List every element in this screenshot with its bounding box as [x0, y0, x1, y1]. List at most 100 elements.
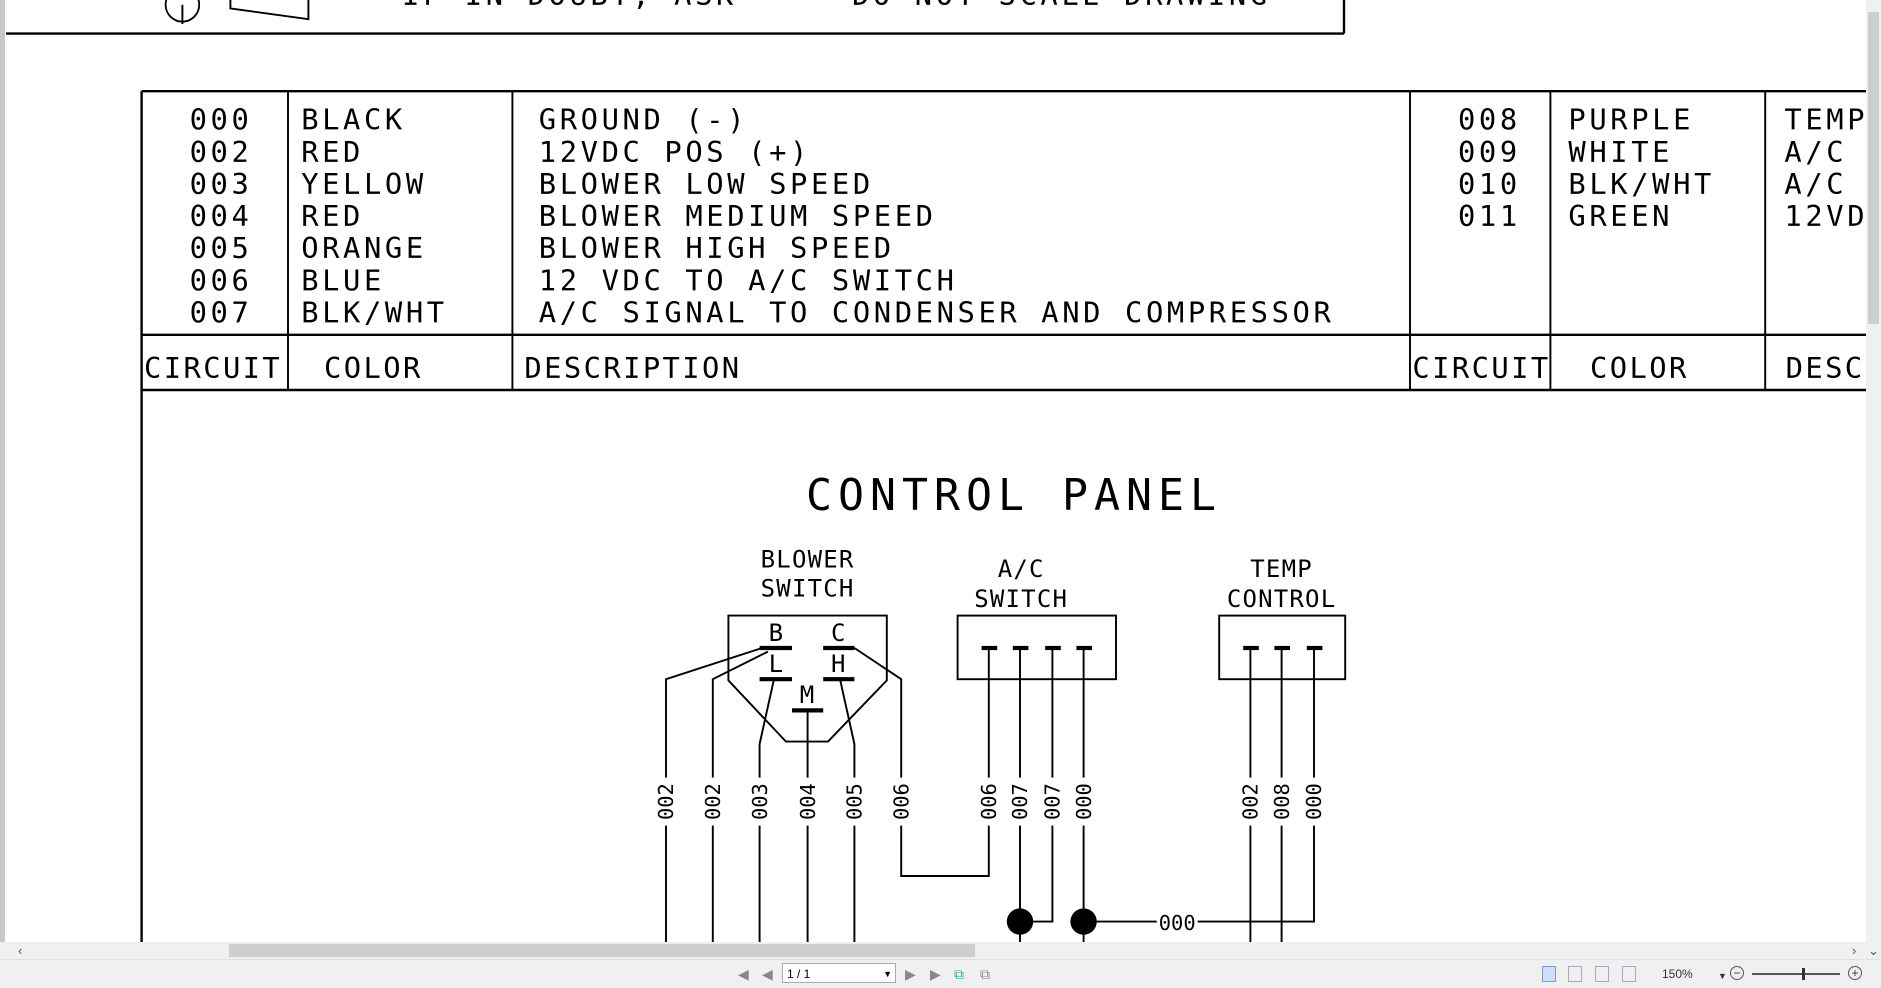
- row-color: YELLOW: [301, 167, 427, 201]
- zoom-dropdown-icon[interactable]: ▼: [1718, 971, 1727, 981]
- blower-switch-label-2: SWITCH: [761, 574, 855, 602]
- row-circuit: 006: [190, 263, 253, 297]
- horizontal-scroll-thumb[interactable]: [229, 944, 975, 957]
- wire-label: 002: [1239, 783, 1263, 820]
- cone-symbol-icon: [229, 0, 310, 21]
- row-description: A/C: [1784, 135, 1847, 169]
- vertical-scroll-thumb[interactable]: [1868, 12, 1879, 324]
- wire-label: 006: [889, 783, 913, 820]
- wire-label: 002: [654, 783, 678, 820]
- insert-page-icon[interactable]: ⧉: [980, 966, 990, 982]
- wire-label: 008: [1270, 783, 1294, 820]
- scroll-right-icon[interactable]: ›: [1852, 943, 1857, 958]
- continuous-view-icon[interactable]: [1568, 966, 1582, 982]
- previous-page-icon[interactable]: ◀: [762, 966, 773, 982]
- page-number-value: 1 / 1: [787, 967, 811, 981]
- row-description: TEMP: [1784, 103, 1868, 137]
- two-page-view-icon[interactable]: [1595, 966, 1609, 982]
- row-description: A/C: [1784, 167, 1847, 201]
- row-description: GROUND (-): [539, 103, 748, 137]
- row-circuit: 009: [1458, 135, 1521, 169]
- wire-label: 003: [748, 783, 772, 820]
- note-do-not-scale: DO NOT SCALE DRAWING: [852, 0, 1271, 12]
- wiring-drawing: IF IN DOUBT, ASK DO NOT SCALE DRAWING 00…: [6, 0, 1881, 942]
- row-description: BLOWER LOW SPEED: [539, 167, 874, 201]
- row-description: 12VDC: [1784, 199, 1881, 233]
- last-page-icon[interactable]: ▶: [930, 966, 941, 982]
- ac-switch-label-2: SWITCH: [974, 585, 1068, 613]
- row-circuit: 003: [190, 167, 253, 201]
- temp-control-label: TEMP: [1250, 555, 1313, 583]
- zoom-in-icon[interactable]: +: [1848, 966, 1862, 980]
- header-circuit: CIRCUIT: [144, 351, 282, 385]
- row-circuit: 005: [190, 231, 253, 265]
- wire-label: 006: [977, 783, 1001, 820]
- row-circuit: 002: [190, 135, 253, 169]
- wire-label: 000: [1072, 783, 1096, 820]
- row-color: PURPLE: [1568, 103, 1694, 137]
- zoom-out-icon[interactable]: −: [1730, 966, 1744, 980]
- scroll-down-icon[interactable]: ⌄: [1868, 943, 1879, 958]
- wire-label: 004: [796, 783, 820, 820]
- header-description: DESCRIPTION: [524, 351, 741, 385]
- row-circuit: 000: [190, 103, 253, 137]
- single-page-view-icon[interactable]: [1542, 966, 1556, 982]
- row-color: RED: [301, 135, 364, 169]
- temp-control-label-2: CONTROL: [1227, 585, 1337, 613]
- wire-label: 005: [843, 783, 867, 820]
- ground-bus-label: 000: [1159, 911, 1196, 935]
- row-circuit: 007: [190, 296, 253, 330]
- zoom-slider-thumb[interactable]: [1802, 968, 1805, 980]
- row-color: BLK/WHT: [301, 296, 448, 330]
- row-color: RED: [301, 199, 364, 233]
- control-panel-diagram: CONTROL PANEL BLOWER SWITCH A/C SWITCH T…: [654, 471, 1347, 942]
- first-page-icon[interactable]: ◀: [738, 966, 752, 982]
- page-number-input[interactable]: 1 / 1 ▼: [782, 963, 896, 983]
- row-color: GREEN: [1568, 199, 1673, 233]
- next-page-icon[interactable]: ▶: [905, 966, 916, 982]
- blower-switch-label: BLOWER: [761, 546, 855, 574]
- row-color: BLUE: [301, 263, 385, 297]
- viewer-toolbar: ◀ ◀ 1 / 1 ▼ ▶ ▶ ⧉ ⧉ 150% ▼ − +: [0, 959, 1881, 988]
- row-circuit: 011: [1458, 199, 1521, 233]
- row-color: BLK/WHT: [1568, 167, 1715, 201]
- scroll-left-icon[interactable]: ‹: [18, 943, 23, 958]
- chevron-down-icon[interactable]: ▼: [883, 969, 892, 979]
- terminal-c: C: [831, 619, 847, 647]
- zoom-slider[interactable]: [1752, 968, 1840, 980]
- row-color: ORANGE: [301, 231, 427, 265]
- blower-switch: [727, 614, 888, 743]
- wire-label: 007: [1041, 783, 1065, 820]
- title-block: IF IN DOUBT, ASK DO NOT SCALE DRAWING: [6, 0, 1346, 35]
- header-color: COLOR: [324, 351, 423, 385]
- row-circuit: 010: [1458, 167, 1521, 201]
- wire-label: 000: [1302, 783, 1326, 820]
- horizontal-scrollbar[interactable]: ‹ › ⌄: [0, 942, 1881, 959]
- diagram-title: CONTROL PANEL: [806, 471, 1222, 521]
- ac-switch: [956, 614, 1117, 681]
- row-description: BLOWER HIGH SPEED: [539, 231, 895, 265]
- row-color: WHITE: [1568, 135, 1673, 169]
- header-color-2: COLOR: [1590, 351, 1689, 385]
- row-description: 12VDC POS (+): [539, 135, 811, 169]
- row-color: BLACK: [301, 103, 406, 137]
- extract-page-icon[interactable]: ⧉: [954, 966, 964, 982]
- terminal-b: B: [769, 619, 785, 647]
- row-description: 12 VDC TO A/C SWITCH: [539, 263, 958, 297]
- terminal-l: L: [769, 650, 785, 678]
- vertical-scrollbar[interactable]: [1866, 0, 1881, 942]
- two-page-continuous-view-icon[interactable]: [1622, 966, 1636, 982]
- zoom-level[interactable]: 150%: [1662, 967, 1693, 981]
- left-panel-edge: [0, 0, 5, 942]
- row-description: A/C SIGNAL TO CONDENSER AND COMPRESSOR: [539, 296, 1335, 330]
- terminal-h: H: [831, 650, 847, 678]
- row-circuit: 004: [190, 199, 253, 233]
- header-description-2: DESC: [1786, 351, 1865, 385]
- header-circuit-2: CIRCUIT: [1412, 351, 1550, 385]
- note-if-in-doubt: IF IN DOUBT, ASK: [402, 0, 737, 12]
- ac-switch-label: A/C: [998, 555, 1045, 583]
- row-circuit: 008: [1458, 103, 1521, 137]
- terminal-m: M: [800, 681, 816, 709]
- row-description: BLOWER MEDIUM SPEED: [539, 199, 937, 233]
